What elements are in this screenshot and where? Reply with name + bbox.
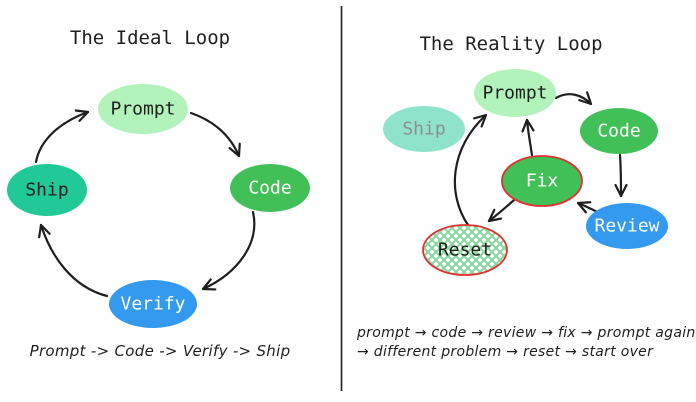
reality-caption-line1: prompt → code → review → fix → prompt ag… bbox=[357, 325, 696, 341]
prompt-label: Prompt bbox=[110, 99, 175, 120]
node-code-ideal: Code bbox=[230, 164, 310, 212]
ideal-loop-caption: Prompt -> Code -> Verify -> Ship bbox=[29, 342, 291, 360]
ship-ellipse bbox=[7, 164, 87, 216]
node-prompt-reality: Prompt bbox=[474, 69, 556, 117]
code-ellipse bbox=[580, 108, 658, 154]
edge-reset-to-prompt bbox=[453, 113, 488, 227]
verify-label: Verify bbox=[120, 294, 185, 315]
ideal-loop-diagram: Prompt Code Verify Ship bbox=[7, 84, 310, 328]
reality-loop-caption: prompt → code → review → fix → prompt ag… bbox=[357, 324, 696, 362]
node-code-reality: Code bbox=[580, 108, 658, 154]
reset-ellipse bbox=[422, 224, 508, 276]
fix-ellipse bbox=[501, 155, 583, 207]
prompt-ellipse bbox=[474, 69, 556, 117]
node-fix-reality: Fix bbox=[501, 155, 583, 207]
ship-ellipse bbox=[383, 106, 465, 152]
edge-code-to-verify bbox=[201, 210, 256, 291]
edge-prompt-to-code bbox=[189, 111, 241, 158]
ship-label: Ship bbox=[25, 180, 68, 201]
ideal-loop-title: The Ideal Loop bbox=[69, 27, 231, 49]
code-label: Code bbox=[248, 178, 291, 199]
edge-verify-to-ship bbox=[38, 223, 109, 298]
reality-loop-title: The Reality Loop bbox=[419, 33, 603, 55]
fix-label: Fix bbox=[526, 171, 559, 192]
node-verify-ideal: Verify bbox=[109, 280, 197, 328]
edge-code-to-review bbox=[614, 153, 628, 198]
node-ship-ideal: Ship bbox=[7, 164, 87, 216]
node-reset-reality: Reset bbox=[422, 224, 508, 276]
reality-loop-diagram: Ship Prompt Code Fix Review Reset bbox=[383, 69, 668, 276]
node-prompt-ideal: Prompt bbox=[98, 84, 188, 134]
node-ship-reality: Ship bbox=[383, 106, 465, 152]
edge-fix-to-reset bbox=[487, 198, 516, 223]
prompt-ellipse bbox=[98, 84, 188, 134]
review-label: Review bbox=[594, 216, 659, 237]
edge-ship-to-prompt bbox=[34, 109, 90, 164]
verify-ellipse bbox=[109, 280, 197, 328]
code-label: Code bbox=[597, 121, 640, 142]
ship-label: Ship bbox=[402, 119, 445, 140]
edge-prompt-to-code bbox=[554, 91, 593, 106]
prompt-label: Prompt bbox=[482, 83, 547, 104]
reality-caption-line2: → different problem → reset → start over bbox=[357, 344, 654, 360]
edge-fix-to-prompt bbox=[521, 118, 535, 157]
reset-label: Reset bbox=[438, 240, 492, 261]
node-review-reality: Review bbox=[586, 203, 668, 249]
review-ellipse bbox=[586, 203, 668, 249]
code-ellipse bbox=[230, 164, 310, 212]
